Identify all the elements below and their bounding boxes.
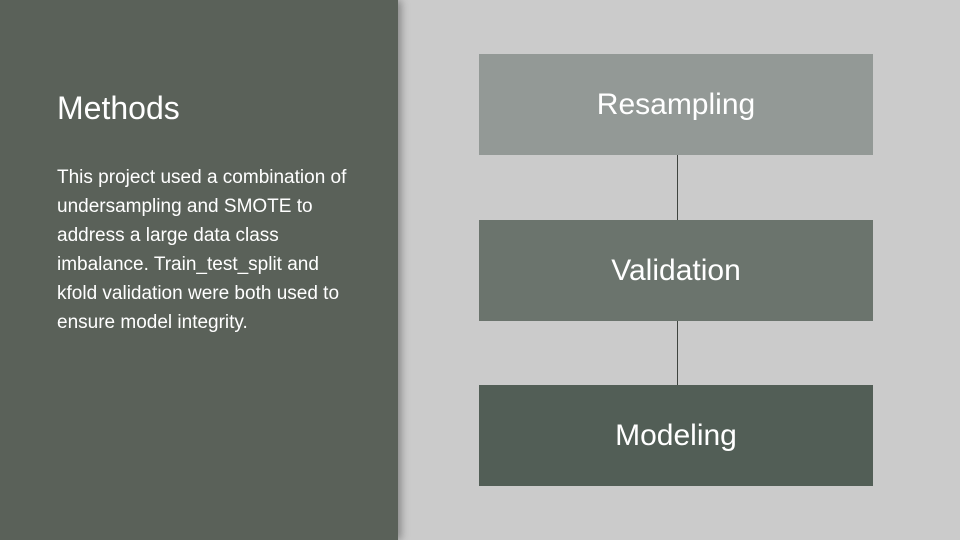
step-modeling: Modeling — [479, 385, 873, 486]
text-panel: Methods This project used a combination … — [0, 0, 398, 540]
slide-title: Methods — [57, 90, 180, 126]
step-validation: Validation — [479, 220, 873, 321]
slide-body-text: This project used a combination of under… — [57, 167, 347, 333]
step-resampling: Resampling — [479, 54, 873, 155]
connector-validation-modeling — [677, 321, 678, 385]
connector-resampling-validation — [677, 155, 678, 220]
